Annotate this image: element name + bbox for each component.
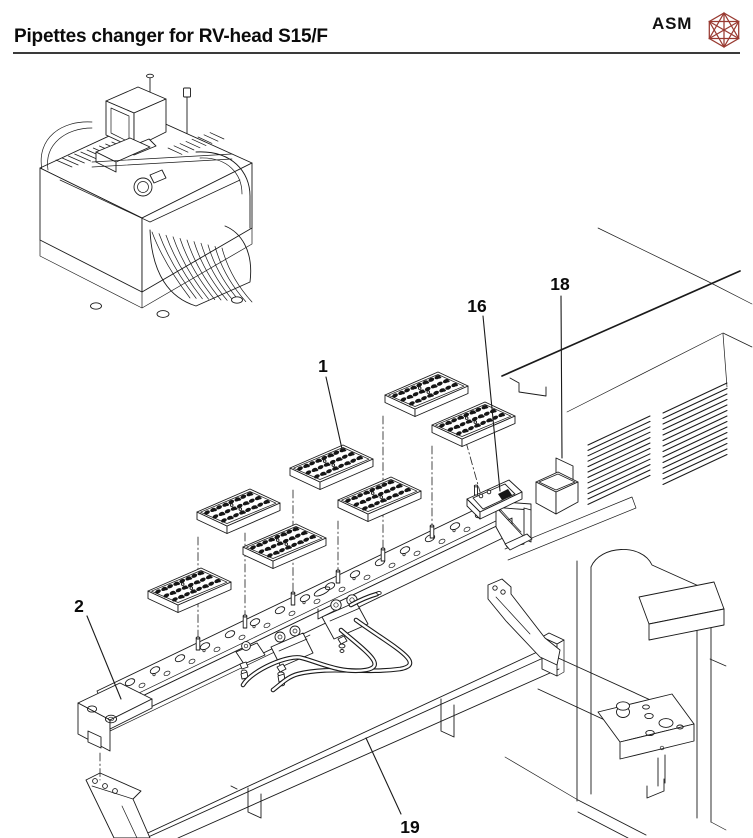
pipette-tray — [337, 476, 422, 522]
pipette-tray — [384, 371, 469, 417]
end-bracket — [466, 479, 533, 551]
pipette-tray — [147, 567, 232, 613]
pipette-tray — [289, 444, 374, 490]
callout-18: 18 — [550, 274, 570, 459]
asm-logo-icon — [708, 11, 740, 49]
pipette-tray — [242, 523, 327, 569]
callout-2: 2 — [74, 596, 122, 700]
callout-label-18: 18 — [550, 274, 570, 294]
machine-body-panel — [501, 227, 753, 505]
machine-overview-drawing — [39, 73, 253, 318]
pneumatic-hoses — [240, 590, 413, 693]
page-title: Pipettes changer for RV-head S15/F — [14, 26, 328, 47]
valve-assembly — [235, 590, 413, 693]
callout-16: 16 — [467, 296, 501, 492]
callout-label-2: 2 — [74, 596, 84, 616]
vent-slats — [587, 382, 728, 505]
callout-label-1: 1 — [318, 356, 328, 376]
callout-label-16: 16 — [467, 296, 487, 316]
header-rule — [13, 52, 740, 55]
callout-1: 1 — [318, 356, 343, 450]
pipette-tray — [431, 401, 516, 447]
pipette-trays — [147, 371, 516, 613]
brand-name: ASM — [652, 14, 693, 33]
waste-box — [535, 457, 579, 515]
brand-block: ASM — [650, 10, 745, 50]
drop-line — [465, 441, 481, 493]
callout-19: 19 — [365, 737, 420, 837]
callout-label-19: 19 — [400, 817, 420, 837]
pipette-tray — [196, 488, 281, 534]
callouts: 1 2 16 18 19 — [74, 274, 570, 837]
